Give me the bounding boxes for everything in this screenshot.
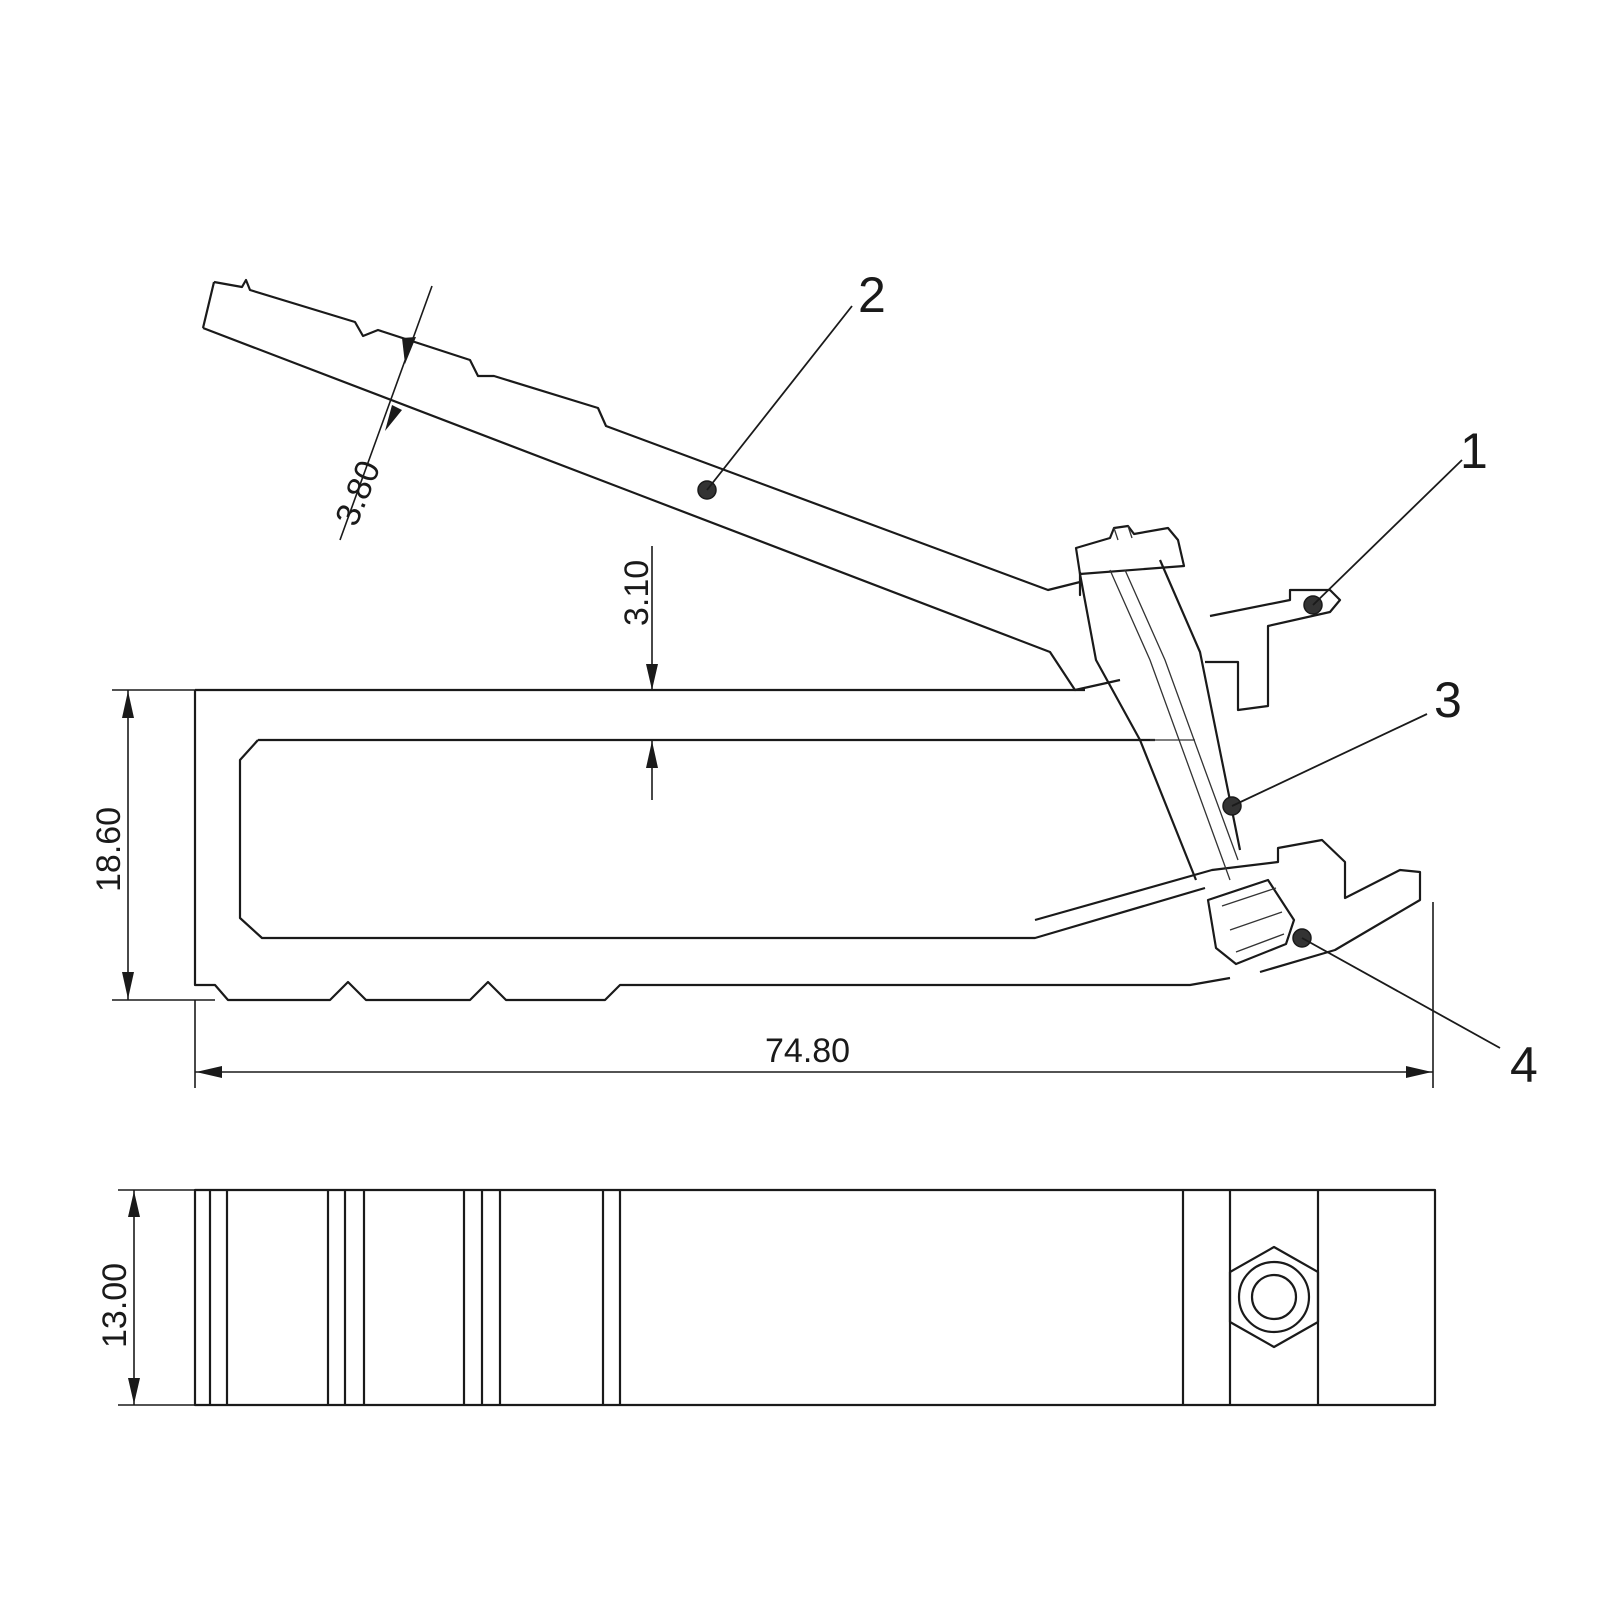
upper-arm-outline bbox=[201, 278, 1342, 712]
dimension-text-total-length: 74.80 bbox=[765, 1032, 850, 1070]
leader-line-1 bbox=[1312, 459, 1463, 606]
hex-nut-top bbox=[1228, 1245, 1320, 1349]
dimension-text-upper-arm: 3.80 bbox=[328, 455, 388, 531]
screw-thread-lines bbox=[1109, 569, 1239, 881]
callout-number-1: 1 bbox=[1460, 423, 1488, 479]
dimension-text-total-height: 18.60 bbox=[90, 807, 128, 892]
leader-line-3 bbox=[1231, 713, 1428, 807]
plan-view: 13.00 bbox=[96, 1188, 1437, 1407]
lower-body-outline bbox=[193, 688, 1422, 1002]
callout-number-4: 4 bbox=[1510, 1037, 1538, 1093]
dimension-total-height: 18.60 bbox=[90, 689, 215, 1001]
hex-nut-detail bbox=[1221, 887, 1285, 953]
dimension-total-length: 74.80 bbox=[194, 902, 1434, 1088]
hex-nut-outer-ring bbox=[1237, 1260, 1311, 1334]
dimension-text-top-wall: 3.10 bbox=[618, 560, 656, 626]
dimension-top-wall: 3.10 bbox=[618, 546, 715, 800]
leader-line-4 bbox=[1301, 937, 1501, 1049]
screw-slot bbox=[1113, 525, 1133, 541]
callout-number-2: 2 bbox=[858, 267, 886, 323]
screw-head bbox=[1074, 524, 1186, 576]
lower-body-inner-slot bbox=[238, 738, 1206, 940]
plan-view-outline bbox=[193, 1188, 1437, 1407]
screw-shank bbox=[1078, 559, 1242, 881]
leader-line-2 bbox=[706, 305, 853, 491]
hex-nut-bore bbox=[1250, 1273, 1298, 1321]
side-view: 2 1 3 4 3.80 3.10 18.60 bbox=[90, 267, 1538, 1093]
dimension-width: 13.00 bbox=[96, 1189, 195, 1406]
dimension-text-width: 13.00 bbox=[96, 1263, 134, 1348]
dimension-upper-arm: 3.80 bbox=[328, 285, 433, 541]
callout-number-3: 3 bbox=[1434, 672, 1462, 728]
hex-nut-side bbox=[1206, 878, 1296, 966]
groove-lines bbox=[208, 1190, 1320, 1405]
